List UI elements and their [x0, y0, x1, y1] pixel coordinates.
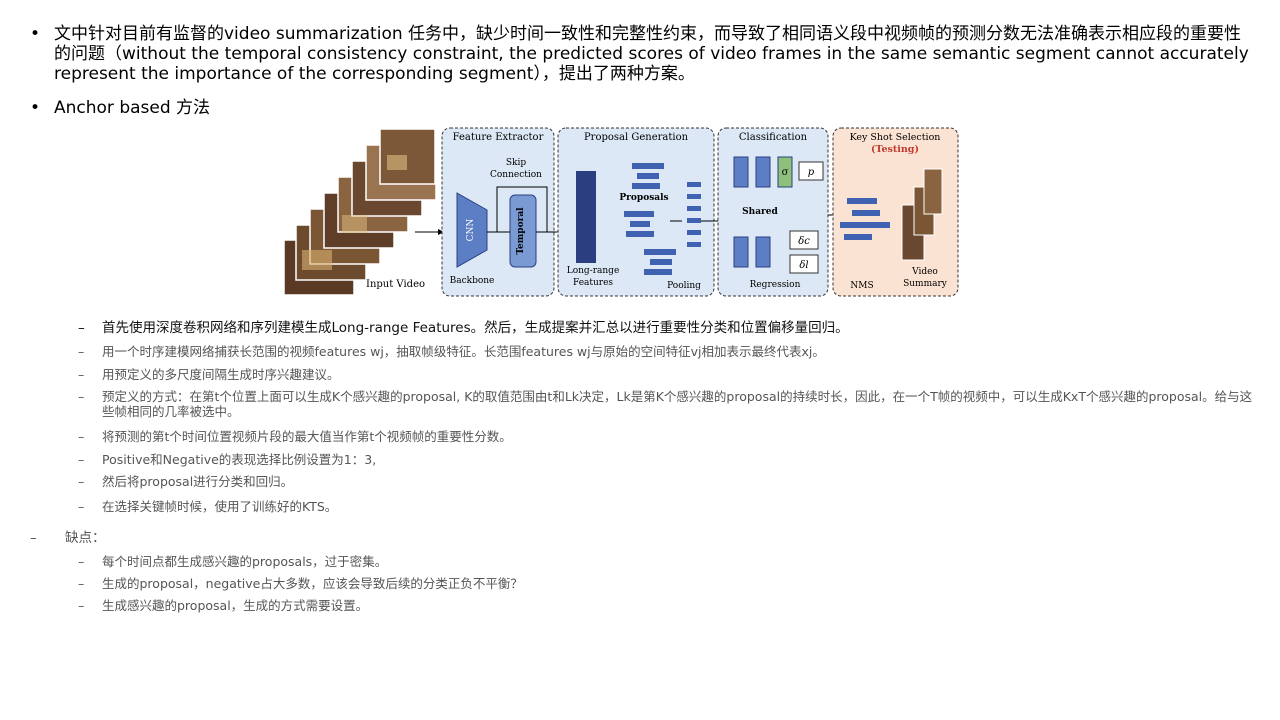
bullet-anchor: • Anchor based 方法 [30, 98, 1256, 118]
dash-marker: – [78, 320, 85, 336]
sub-item-text: 用预定义的多尺度间隔生成时序兴趣建议。 [102, 367, 340, 382]
bullet-intro: • 文中针对目前有监督的video summarization 任务中，缺少时间… [30, 24, 1256, 84]
video-summary-frames [901, 168, 943, 261]
classification-title: Classification [739, 132, 808, 143]
bullet-intro-text: 文中针对目前有监督的video summarization 任务中，缺少时间一致… [54, 24, 1249, 84]
dash-marker: – [78, 452, 85, 467]
sub-item-text: Positive和Negative的表现选择比例设置为1：3, [102, 452, 377, 467]
features-label: Features [573, 278, 613, 288]
skip-label: Skip [506, 158, 526, 168]
connection-label: Connection [490, 170, 542, 180]
drawback-text: 生成感兴趣的proposal，生成的方式需要设置。 [102, 598, 369, 613]
delta-c-label: δc [798, 236, 810, 247]
drawback-heading: – 缺点： [30, 530, 106, 546]
backbone-label: Backbone [450, 276, 495, 286]
dash-marker: – [78, 576, 85, 591]
feature-extractor-title: Feature Extractor [453, 132, 544, 143]
pooling-label: Pooling [667, 281, 701, 291]
dash-marker: – [78, 598, 85, 613]
architecture-figure: Input Video Feature Extractor Skip Conne… [283, 127, 959, 297]
sub-item-text: 在选择关键帧时候，使用了训练好的KTS。 [102, 499, 338, 514]
sub-item: – 在选择关键帧时候，使用了训练好的KTS。 [78, 499, 1262, 514]
summary-label: Summary [903, 279, 948, 289]
drawback-item: – 生成的proposal，negative占大多数，应该会导致后续的分类正负不… [78, 576, 1262, 591]
bullet-anchor-text: Anchor based 方法 [54, 98, 211, 118]
dash-marker: – [78, 389, 85, 404]
p-i-label: p [808, 167, 815, 178]
sub-item-text: 预定义的方式：在第t个位置上面可以生成K个感兴趣的proposal, K的取值范… [102, 389, 1253, 419]
sub-item: – 将预测的第t个时间位置视频片段的最大值当作第t个视频帧的重要性分数。 [78, 429, 1262, 444]
dash-marker: – [78, 474, 85, 489]
sub-item: – 然后将proposal进行分类和回归。 [78, 474, 1262, 489]
dash-marker: – [78, 344, 85, 359]
input-video-label: Input Video [366, 279, 425, 290]
video-label: Video [911, 267, 938, 277]
drawback-item: – 每个时间点都生成感兴趣的proposals，过于密集。 [78, 554, 1262, 569]
key-shot-title: Key Shot Selection [850, 132, 941, 143]
sub-item: – 首先使用深度卷积网络和序列建模生成Long-range Features。然… [78, 321, 1262, 336]
dash-marker: – [30, 530, 37, 546]
regression-label: Regression [750, 280, 801, 290]
sub-item-text: 用一个时序建模网络捕获长范围的视频features wj，抽取帧级特征。长范围f… [102, 344, 825, 359]
drawback-item: – 生成感兴趣的proposal，生成的方式需要设置。 [78, 598, 1262, 613]
drawback-label: 缺点： [65, 530, 106, 546]
sub-item: – 用一个时序建模网络捕获长范围的视频features wj，抽取帧级特征。长范… [78, 344, 1262, 359]
drawback-text: 每个时间点都生成感兴趣的proposals，过于密集。 [102, 554, 388, 569]
shared-label: Shared [742, 207, 778, 217]
cnn-label: CNN [466, 219, 476, 242]
sub-item-text: 然后将proposal进行分类和回归。 [102, 474, 294, 489]
drawback-text: 生成的proposal，negative占大多数，应该会导致后续的分类正负不平衡… [102, 576, 523, 591]
input-video-frames [283, 128, 437, 296]
sub-item: – 用预定义的多尺度间隔生成时序兴趣建议。 [78, 367, 1262, 382]
nms-label: NMS [850, 281, 873, 291]
testing-label: (Testing) [871, 144, 919, 155]
bullet-dot: • [30, 24, 41, 44]
dash-marker: – [78, 499, 85, 514]
long-range-label: Long-range [567, 266, 620, 276]
delta-l-label: δl [799, 260, 808, 271]
proposals-label: Proposals [619, 193, 668, 203]
dash-marker: – [78, 554, 85, 569]
temporal-label: Temporal [516, 207, 526, 255]
proposal-generation-title: Proposal Generation [584, 132, 689, 143]
sub-item: – 预定义的方式：在第t个位置上面可以生成K个感兴趣的proposal, K的取… [78, 389, 1262, 419]
bullet-dot: • [30, 98, 41, 118]
dash-marker: – [78, 367, 85, 382]
sub-item-text: 将预测的第t个时间位置视频片段的最大值当作第t个视频帧的重要性分数。 [102, 429, 512, 444]
sub-item: – Positive和Negative的表现选择比例设置为1：3, [78, 452, 1262, 467]
sub-item-text: 首先使用深度卷积网络和序列建模生成Long-range Features。然后，… [102, 320, 849, 336]
sigma-label: σ [782, 167, 789, 178]
dash-marker: – [78, 429, 85, 444]
